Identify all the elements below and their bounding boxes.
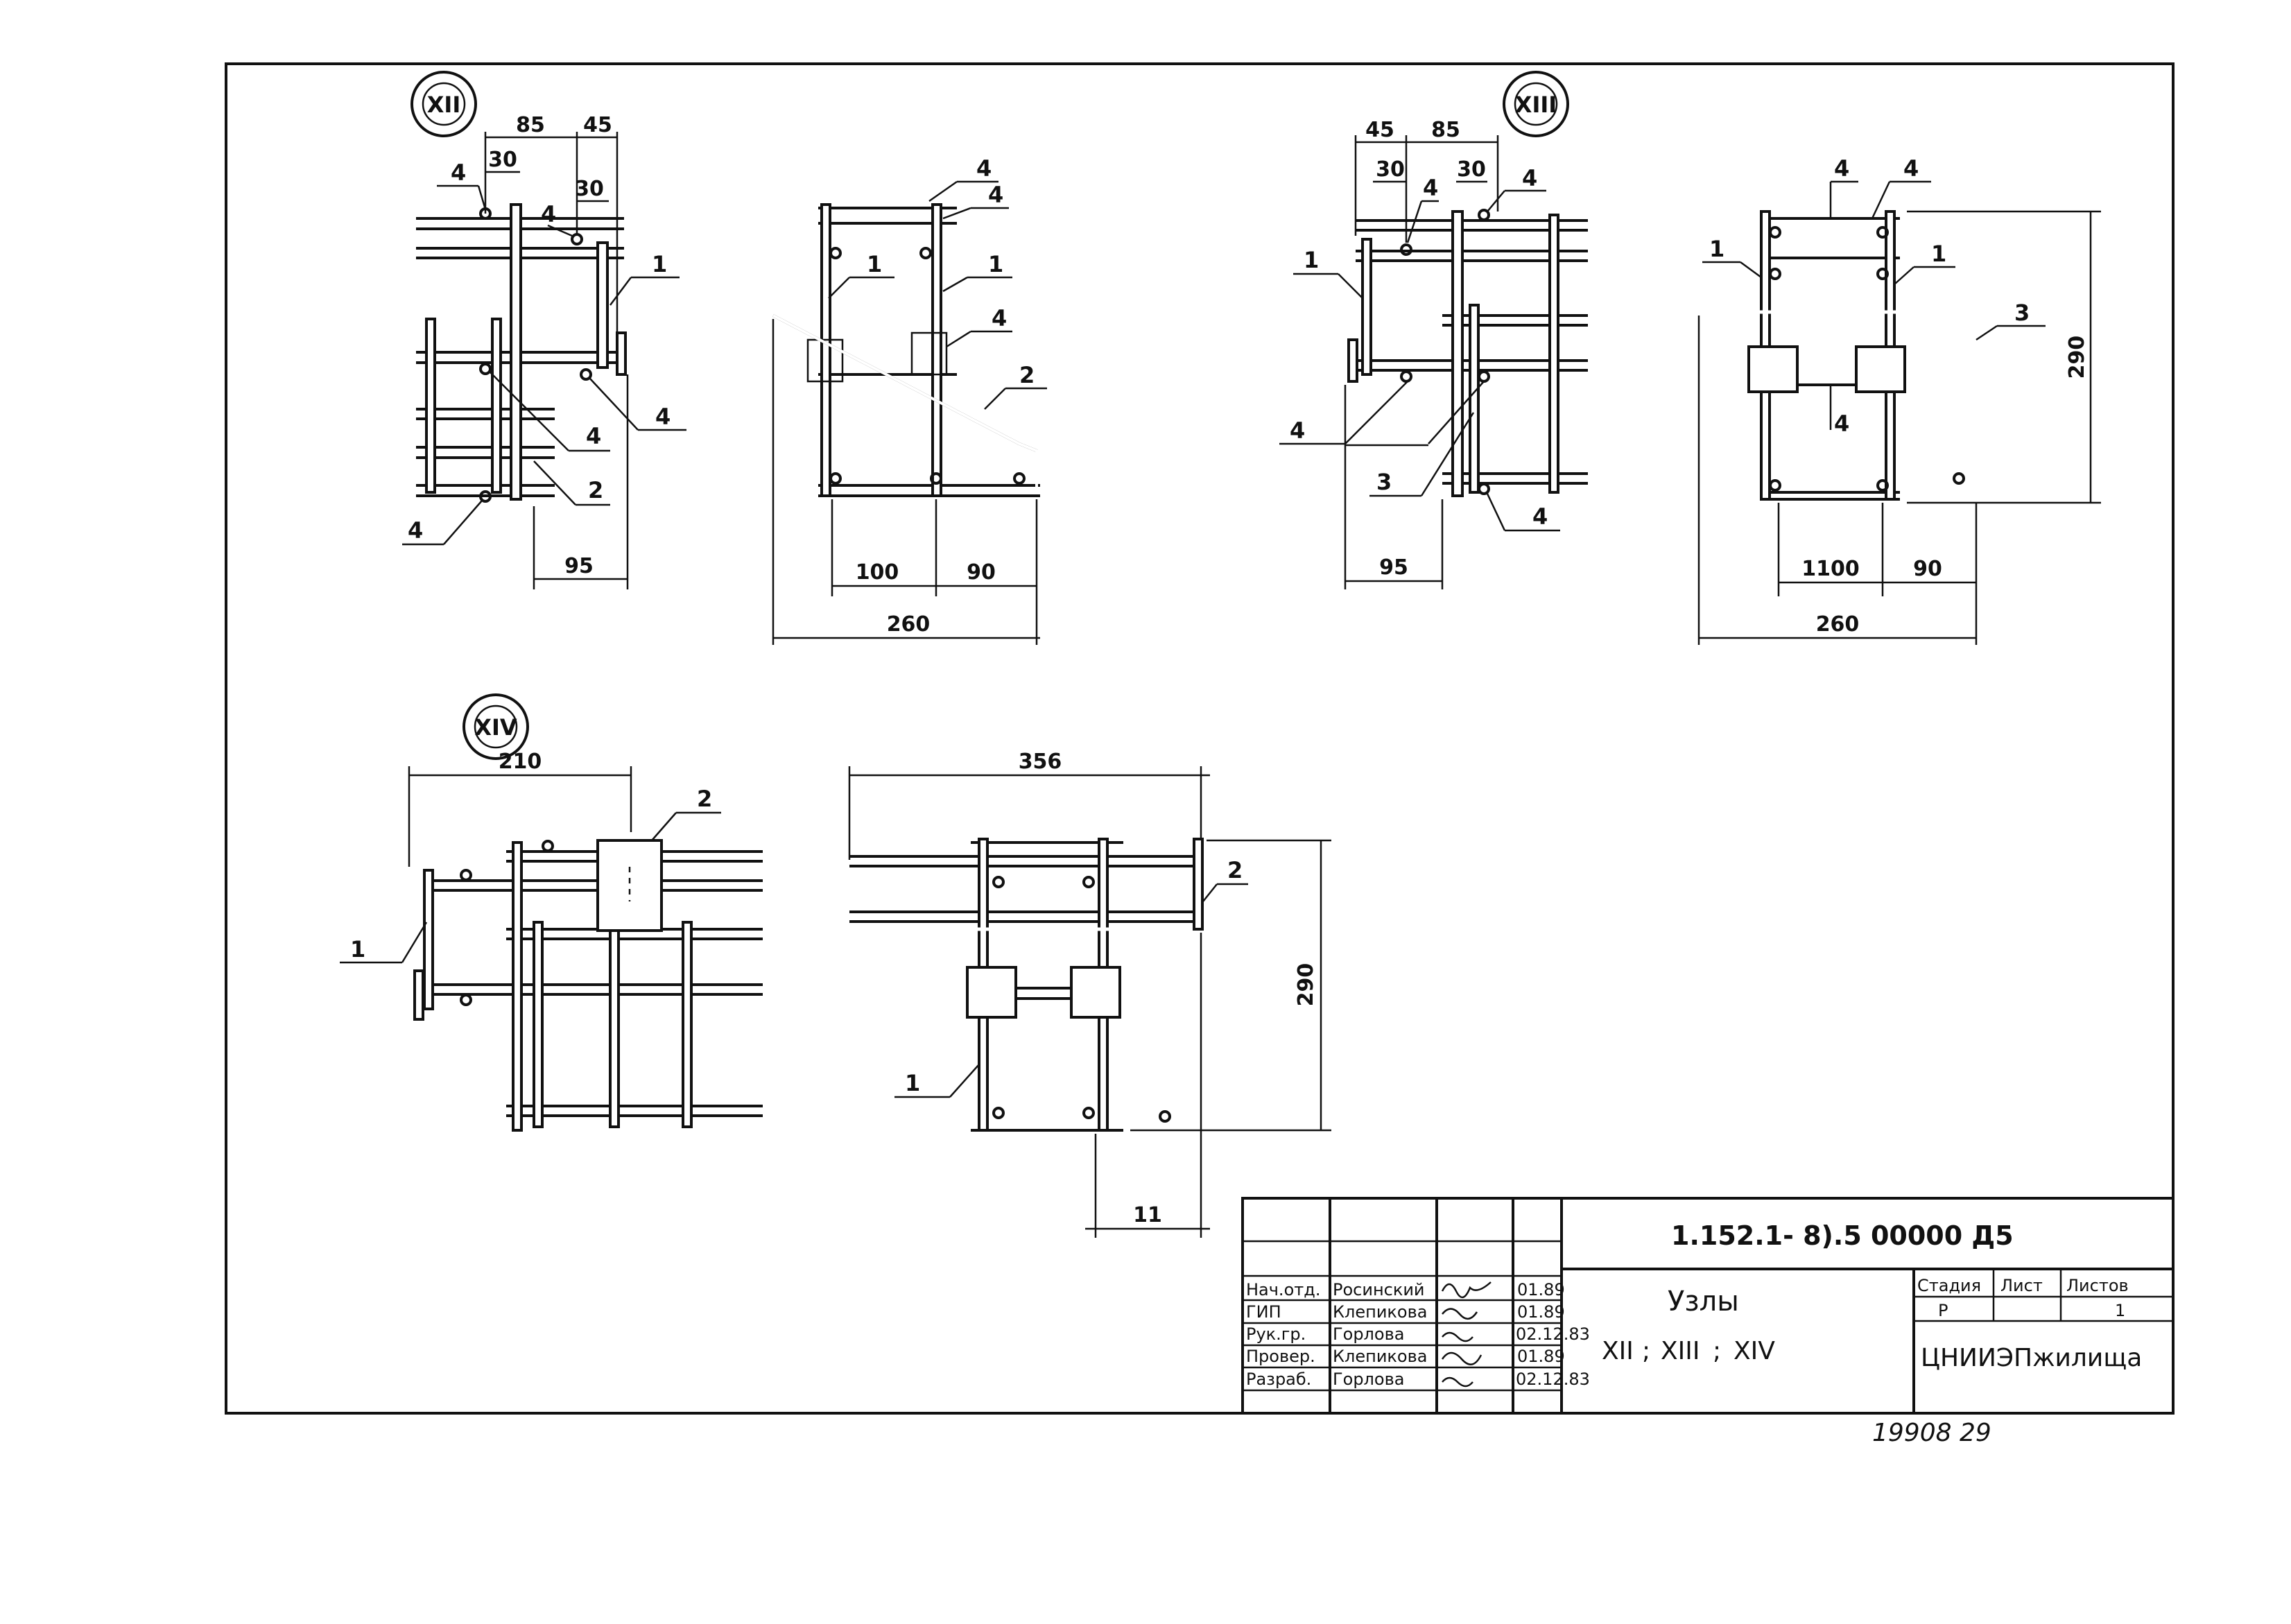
sheet-header: Лист — [2000, 1276, 2043, 1295]
dim-356: 356 — [1019, 750, 1062, 774]
dim-95: 95 — [564, 554, 594, 578]
signature — [1441, 1351, 1482, 1365]
sheets-total: 1 — [2115, 1301, 2125, 1320]
svg-text:1: 1 — [988, 251, 1003, 277]
role-cell: Разраб. — [1246, 1370, 1311, 1389]
svg-text:4: 4 — [1834, 155, 1849, 182]
name-cell: Горлова — [1333, 1324, 1404, 1344]
node-marker-xiv — [462, 693, 529, 760]
node-mark-xiii: XIII — [1515, 92, 1557, 118]
dim-290: 290 — [1294, 963, 1318, 1007]
name-cell: Горлова — [1333, 1370, 1404, 1389]
organization: ЦНИИЭПжилища — [1921, 1344, 2142, 1372]
dim-210: 210 — [499, 750, 542, 774]
role-cell: Рук.гр. — [1246, 1324, 1306, 1344]
dim-90: 90 — [967, 560, 996, 585]
svg-text:4: 4 — [992, 305, 1007, 331]
stage-value: Р — [1938, 1301, 1948, 1320]
dim-90: 90 — [1913, 557, 1942, 581]
name-cell: Росинский — [1333, 1280, 1425, 1299]
dim-30: 30 — [1376, 157, 1405, 182]
dim-260: 260 — [1816, 612, 1860, 637]
node-list-item: XIII — [1661, 1337, 1700, 1365]
svg-text:4: 4 — [541, 201, 556, 227]
svg-text:4: 4 — [1290, 417, 1305, 444]
archive-number: 19908 29 — [1872, 1419, 1991, 1447]
svg-text:1: 1 — [1931, 241, 1946, 267]
role-cell: Нач.отд. — [1246, 1280, 1320, 1299]
name-cell: Клепикова — [1333, 1302, 1427, 1322]
dim-11: 11 — [1133, 1203, 1162, 1227]
svg-text:;: ; — [1713, 1337, 1721, 1365]
title-block: 1.152.1- 8).5 00000 Д5 Узлы XII ; XIII ;… — [1241, 1197, 2175, 1415]
dim-30: 30 — [575, 177, 604, 201]
svg-text:4: 4 — [1532, 503, 1548, 530]
dim-260: 260 — [887, 612, 931, 637]
date-cell: 01.89 — [1517, 1302, 1565, 1322]
sheet-title: Узлы — [1668, 1286, 1739, 1318]
stage-header: Стадия — [1917, 1276, 1981, 1295]
dim-45: 45 — [1365, 118, 1394, 142]
svg-text:2: 2 — [1019, 362, 1035, 388]
svg-text:4: 4 — [988, 182, 1003, 208]
signature — [1442, 1331, 1473, 1342]
svg-text:1: 1 — [1304, 247, 1319, 273]
svg-text:1: 1 — [1709, 236, 1724, 262]
dim-30: 30 — [488, 148, 517, 172]
dim-30: 30 — [1457, 157, 1486, 182]
svg-text:4: 4 — [976, 155, 992, 182]
svg-text:1: 1 — [905, 1070, 920, 1096]
svg-text:4: 4 — [451, 159, 466, 186]
svg-text:3: 3 — [1376, 469, 1392, 495]
date-cell: 01.89 — [1517, 1280, 1565, 1299]
node-list-item: XIV — [1734, 1337, 1775, 1365]
date-cell: 02.12.83 — [1516, 1324, 1590, 1344]
sheet-frame — [225, 62, 2175, 1415]
svg-text:1: 1 — [652, 251, 667, 277]
dim-85: 85 — [516, 113, 545, 137]
dim-45: 45 — [583, 113, 612, 137]
dim-95: 95 — [1379, 555, 1408, 580]
svg-text:1: 1 — [350, 936, 365, 962]
date-cell: 01.89 — [1517, 1347, 1565, 1366]
node-mark-xii: XII — [427, 92, 460, 118]
dim-1100: 1100 — [1801, 557, 1860, 581]
node-xiv-left-view: XIV 210 2 1 — [340, 693, 763, 1132]
signature — [1442, 1308, 1478, 1320]
svg-text:4: 4 — [586, 423, 601, 449]
dim-100: 100 — [856, 560, 899, 585]
svg-text:4: 4 — [1903, 155, 1919, 182]
svg-text:4: 4 — [1522, 165, 1537, 191]
node-mark-xiv: XIV — [474, 714, 517, 741]
node-xiii-section: 290 1100 90 260 4 4 1 1 3 4 — [1697, 155, 2101, 645]
role-cell: ГИП — [1246, 1302, 1281, 1322]
svg-text:2: 2 — [697, 786, 712, 812]
svg-text:2: 2 — [1227, 857, 1243, 883]
dim-290: 290 — [2065, 336, 2089, 379]
svg-text:1: 1 — [867, 251, 882, 277]
svg-text:4: 4 — [655, 404, 671, 430]
date-cell: 02.12.83 — [1516, 1370, 1590, 1389]
node-marker-xiii — [1503, 71, 1569, 137]
svg-text:4: 4 — [1423, 175, 1438, 201]
name-cell: Клепикова — [1333, 1347, 1427, 1366]
svg-text:4: 4 — [1834, 411, 1849, 437]
svg-text:4: 4 — [408, 517, 423, 544]
signature — [1442, 1376, 1473, 1388]
node-xii-section: 100 90 260 4 4 1 1 4 2 — [772, 155, 1047, 645]
signature — [1441, 1281, 1492, 1298]
node-list-item: XII — [1602, 1337, 1634, 1365]
svg-text:3: 3 — [2014, 300, 2030, 326]
role-cell: Провер. — [1246, 1347, 1315, 1366]
node-xiii-left-view: XIII 45 85 30 30 95 4 4 1 4 3 4 — [1279, 71, 1588, 589]
node-xiv-section: 356 290 11 2 1 — [848, 750, 1331, 1238]
svg-text:2: 2 — [588, 477, 603, 503]
document-code: 1.152.1- 8).5 00000 Д5 — [1671, 1220, 2014, 1251]
dim-85: 85 — [1431, 118, 1460, 142]
sheets-header: Листов — [2066, 1276, 2129, 1295]
node-xii-left-view: XII 85 45 30 30 95 4 4 1 4 — [402, 71, 686, 589]
node-marker-xii — [410, 71, 477, 137]
svg-text:;: ; — [1642, 1337, 1650, 1365]
